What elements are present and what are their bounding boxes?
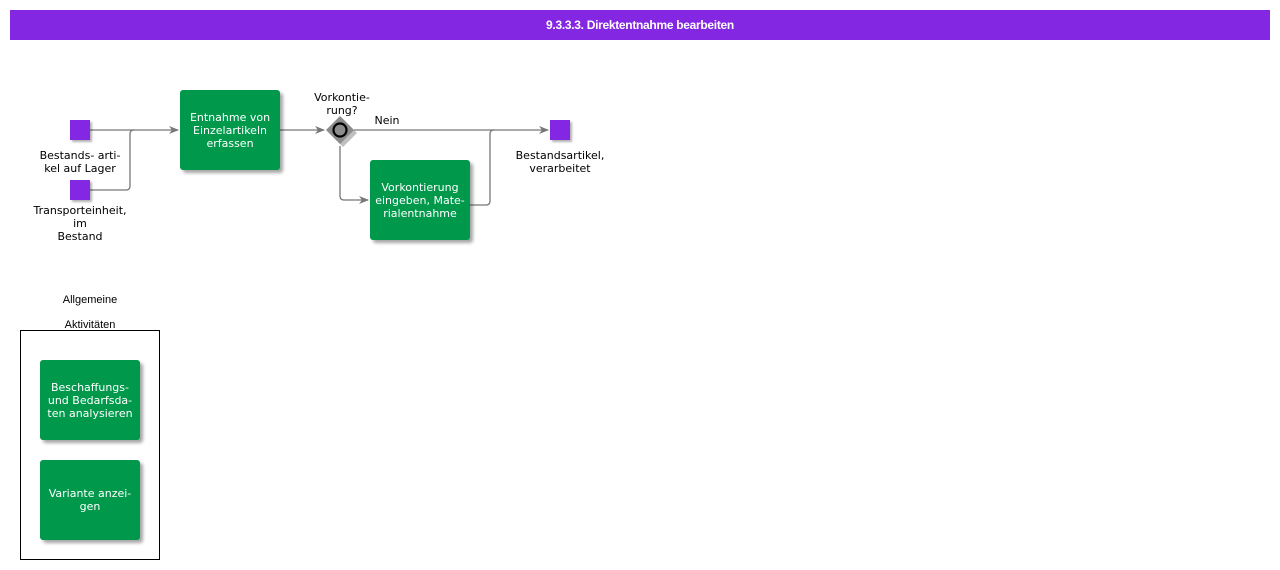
connector-e2-to-f1	[90, 129, 135, 191]
legend-function-beschaffungsdaten-analysieren[interactable]: Beschaffungs- und Bedarfsda- ten analysi…	[40, 360, 140, 440]
connector-f2-to-e3	[470, 129, 495, 206]
event-bestandsartikel-auf-lager[interactable]	[70, 120, 90, 140]
diagram-title-bar: 9.3.3.3. Direktentnahme bearbeiten	[10, 10, 1270, 40]
event-label: Bestandsartikel, verarbeitet	[515, 149, 605, 175]
function-vorkontierung-eingeben[interactable]: Vorkontierung eingeben, Mate- rialentnah…	[370, 160, 470, 240]
or-gateway	[326, 116, 357, 147]
branch-label-nein: Nein	[374, 114, 400, 127]
event-label: Bestands- arti- kel auf Lager	[39, 149, 121, 175]
connector-gateway-to-f2	[339, 146, 369, 204]
event-transporteinheit-im-bestand[interactable]	[70, 180, 90, 200]
event-label: Transporteinheit, im Bestand	[33, 204, 127, 243]
legend-title-line2: Aktivitäten	[64, 319, 116, 330]
legend-function-variante-anzeigen[interactable]: Variante anzei- gen	[40, 460, 140, 540]
legend-title-line1: Allgemeine	[62, 294, 118, 306]
event-bestandsartikel-verarbeitet[interactable]	[550, 120, 570, 140]
function-entnahme-erfassen[interactable]: Entnahme von Einzelartikeln erfassen	[180, 90, 280, 170]
gateway-label: Vorkontie- rung?	[314, 91, 370, 117]
diagram-title: 9.3.3.3. Direktentnahme bearbeiten	[546, 18, 734, 32]
